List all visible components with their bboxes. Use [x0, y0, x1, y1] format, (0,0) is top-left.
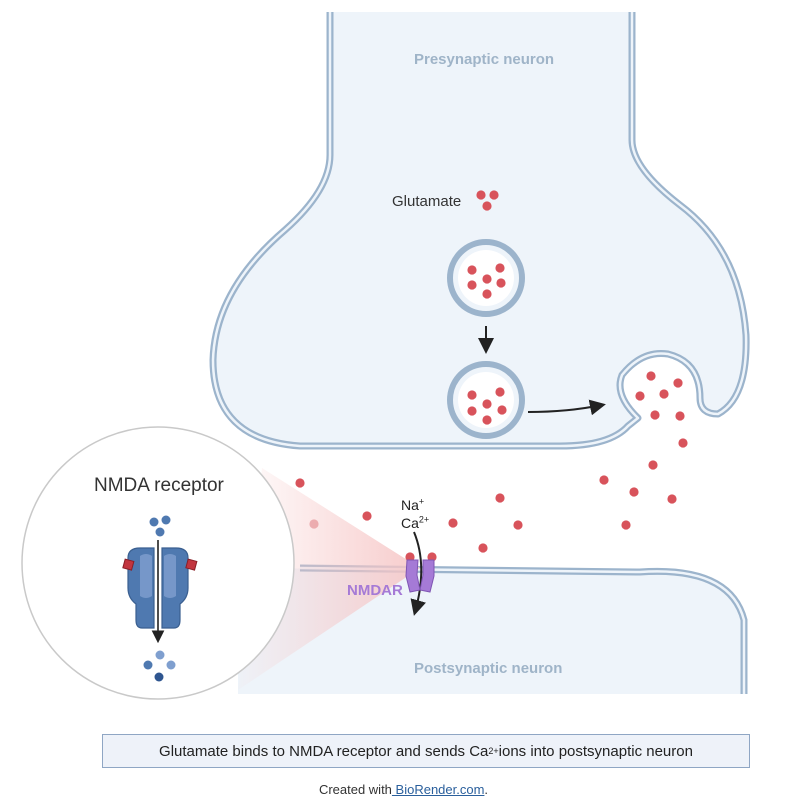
- credit-line: Created with BioRender.com.: [0, 782, 807, 797]
- caption-text-before: Glutamate binds to NMDA receptor and sen…: [159, 742, 489, 760]
- postsynaptic-label: Postsynaptic neuron: [414, 660, 563, 677]
- credit-suffix: .: [484, 782, 489, 797]
- presynaptic-label: Presynaptic neuron: [414, 51, 555, 68]
- glutamate-label: Glutamate: [392, 193, 462, 210]
- caption-text-after: ions into postsynaptic neuron: [498, 742, 693, 760]
- calcium-symbol: Ca: [401, 515, 419, 531]
- released-glutamate: [295, 371, 688, 562]
- biorender-link[interactable]: BioRender.com: [391, 782, 485, 797]
- exocytosis-arrow: [527, 399, 606, 416]
- nmda-receptor-title: NMDA receptor: [94, 475, 224, 496]
- nmda-receptor-icon: [122, 515, 198, 682]
- ion-flow-arrow: [410, 531, 426, 616]
- glutamate-icon: [476, 190, 499, 211]
- nmdar-label: NMDAR: [347, 582, 403, 599]
- credit-prefix: Created with: [318, 782, 392, 797]
- nmdar-channel: [405, 559, 435, 593]
- caption-box: Glutamate binds to NMDA receptor and sen…: [102, 734, 750, 768]
- sodium-ion-label: Na+: [401, 497, 424, 513]
- vesicle-bottom: [447, 361, 525, 439]
- sodium-symbol: Na: [401, 497, 419, 513]
- vesicle-top: [447, 239, 525, 317]
- calcium-ion-label: Ca2+: [401, 515, 429, 531]
- presynaptic-membrane-inner: [211, 12, 748, 448]
- sodium-charge: +: [418, 496, 425, 507]
- calcium-charge: 2+: [418, 514, 430, 525]
